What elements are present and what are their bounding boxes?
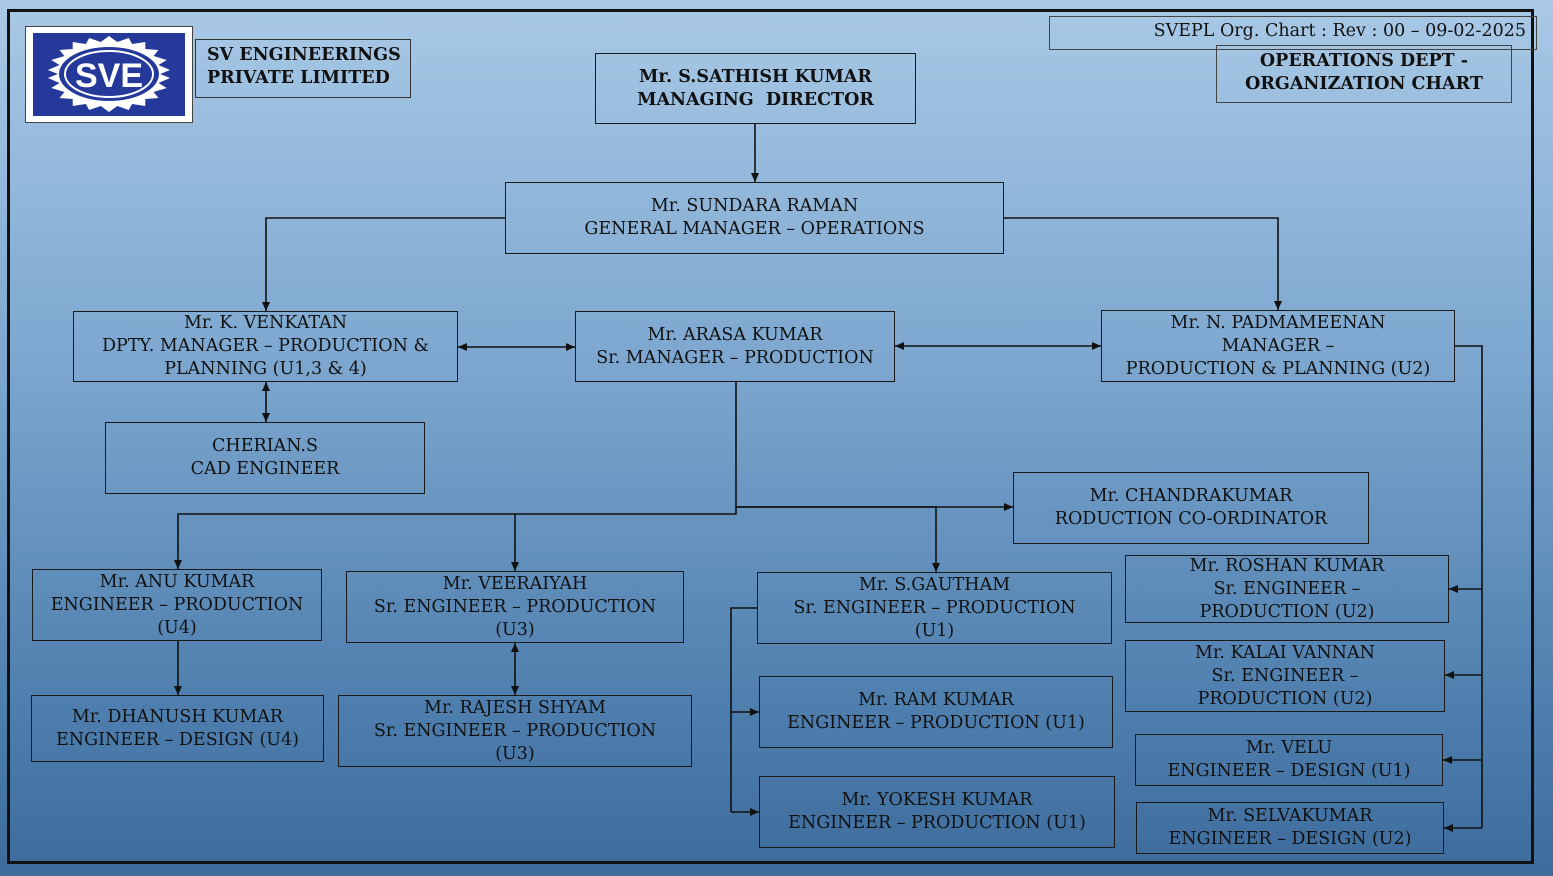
node-general-manager: Mr. SUNDARA RAMAN GENERAL MANAGER – OPER… [505, 182, 1004, 254]
company-name-line2: PRIVATE LIMITED [207, 68, 390, 88]
node-ram-title: ENGINEER – PRODUCTION (U1) [787, 713, 1085, 733]
node-rajesh-shyam: Mr. RAJESH SHYAM Sr. ENGINEER – PRODUCTI… [338, 695, 692, 767]
node-padmameenan-dept: PRODUCTION & PLANNING (U2) [1125, 358, 1431, 379]
revision-label: SVEPL Org. Chart : Rev : 00 – 09-02-2025 [1049, 16, 1537, 50]
node-anu-kumar: Mr. ANU KUMAR ENGINEER – PRODUCTION (U4) [32, 569, 322, 641]
node-rajesh-unit: (U3) [495, 743, 535, 764]
node-veeraiyah-unit: (U3) [495, 619, 535, 640]
node-roshan-name: Mr. ROSHAN KUMAR [1189, 555, 1385, 576]
node-anu-unit: (U4) [157, 617, 197, 638]
node-chandrakumar: Mr. CHANDRAKUMAR RODUCTION CO-ORDINATOR [1013, 472, 1369, 544]
node-yokesh-name: Mr. YOKESH KUMAR [841, 790, 1033, 810]
node-gautham-unit: (U1) [914, 620, 955, 641]
node-yokesh-kumar: Mr. YOKESH KUMAR ENGINEER – PRODUCTION (… [759, 776, 1115, 848]
node-gm-title: GENERAL MANAGER – OPERATIONS [584, 219, 925, 239]
logo-gear-icon: SVE [47, 36, 171, 112]
node-roshan-dept: PRODUCTION (U2) [1199, 601, 1375, 622]
node-veeraiyah-name: Mr. VEERAIYAH [442, 573, 588, 594]
connector-padmameenan-bus [1454, 345, 1483, 828]
node-velu-name: Mr. VELU [1245, 738, 1333, 758]
node-anu-name: Mr. ANU KUMAR [99, 571, 255, 592]
logo-background: SVE [33, 33, 185, 116]
node-selvakumar-name: Mr. SELVAKUMAR [1207, 806, 1373, 826]
node-selvakumar: Mr. SELVAKUMAR ENGINEER – DESIGN (U2) [1136, 802, 1444, 854]
node-kalai-vannan: Mr. KALAI VANNAN Sr. ENGINEER – PRODUCTI… [1125, 640, 1445, 712]
node-padmameenan-name: Mr. N. PADMAMEENAN [1170, 312, 1386, 333]
node-anu-title: ENGINEER – PRODUCTION [50, 594, 304, 615]
logo-text: SVE [75, 57, 143, 95]
node-padmameenan: Mr. N. PADMAMEENAN MANAGER – PRODUCTION … [1101, 310, 1455, 382]
chart-title-line2: ORGANIZATION CHART [1245, 74, 1483, 94]
node-managing-director: Mr. S.SATHISH KUMAR MANAGING DIRECTOR [595, 53, 916, 124]
node-gautham-name: Mr. S.GAUTHAM [858, 574, 1011, 595]
chart-title: OPERATIONS DEPT - ORGANIZATION CHART [1216, 45, 1512, 103]
node-gautham-title: Sr. ENGINEER – PRODUCTION [793, 597, 1076, 618]
connector-gautham-bus [730, 607, 758, 812]
node-rajesh-title: Sr. ENGINEER – PRODUCTION [373, 720, 657, 741]
connector-gm-padmameenan [1003, 217, 1282, 310]
node-arasa-name: Mr. ARASA KUMAR [647, 324, 823, 345]
connector-arasa-gautham [736, 506, 940, 572]
node-dhanush-kumar: Mr. DHANUSH KUMAR ENGINEER – DESIGN (U4) [31, 695, 324, 762]
node-ram-kumar: Mr. RAM KUMAR ENGINEER – PRODUCTION (U1) [759, 676, 1113, 748]
node-padmameenan-title: MANAGER – [1221, 335, 1335, 356]
node-dhanush-title: ENGINEER – DESIGN (U4) [56, 729, 299, 750]
node-velu-title: ENGINEER – DESIGN (U1) [1167, 761, 1411, 781]
node-chandrakumar-name: Mr. CHANDRAKUMAR [1089, 486, 1293, 506]
node-cherian: CHERIAN.S CAD ENGINEER [105, 422, 425, 494]
node-rajesh-name: Mr. RAJESH SHYAM [424, 697, 606, 718]
node-yokesh-title: ENGINEER – PRODUCTION (U1) [788, 813, 1086, 833]
node-velu: Mr. VELU ENGINEER – DESIGN (U1) [1135, 734, 1443, 786]
node-veeraiyah: Mr. VEERAIYAH Sr. ENGINEER – PRODUCTION … [346, 571, 684, 643]
node-venkatan-unit: PLANNING (U1,3 & 4) [164, 359, 367, 379]
node-selvakumar-title: ENGINEER – DESIGN (U2) [1168, 829, 1412, 849]
company-name: SV ENGINEERINGS PRIVATE LIMITED [195, 39, 411, 98]
node-venkatan-name: Mr. K. VENKATAN [183, 313, 348, 333]
company-logo: SVE [25, 26, 193, 123]
chart-title-line1: OPERATIONS DEPT - [1259, 51, 1469, 71]
node-roshan-kumar: Mr. ROSHAN KUMAR Sr. ENGINEER – PRODUCTI… [1125, 555, 1449, 623]
connector-arasa-trunk [174, 382, 737, 569]
node-cherian-name: CHERIAN.S [212, 436, 318, 456]
node-venkatan: Mr. K. VENKATAN DPTY. MANAGER – PRODUCTI… [73, 311, 458, 382]
node-md-name: Mr. S.SATHISH KUMAR [639, 66, 872, 87]
node-ram-name: Mr. RAM KUMAR [858, 690, 1014, 710]
node-gautham: Mr. S.GAUTHAM Sr. ENGINEER – PRODUCTION … [757, 572, 1112, 644]
connector-gm-venkatan [262, 217, 506, 311]
node-chandrakumar-title: RODUCTION CO-ORDINATOR [1054, 509, 1328, 529]
node-kalai-dept: PRODUCTION (U2) [1197, 688, 1373, 709]
node-gm-name: Mr. SUNDARA RAMAN [650, 196, 859, 216]
node-kalai-title: Sr. ENGINEER – [1211, 665, 1359, 686]
node-roshan-title: Sr. ENGINEER – [1213, 578, 1361, 599]
node-arasa-title: Sr. MANAGER – PRODUCTION [596, 347, 874, 368]
company-name-line1: SV ENGINEERINGS [207, 45, 401, 65]
node-arasa-kumar: Mr. ARASA KUMAR Sr. MANAGER – PRODUCTION [575, 311, 895, 382]
node-cherian-title: CAD ENGINEER [190, 459, 340, 479]
outer-frame [7, 9, 1534, 864]
node-md-title: MANAGING DIRECTOR [637, 89, 874, 110]
node-kalai-name: Mr. KALAI VANNAN [1195, 642, 1375, 663]
node-venkatan-title: DPTY. MANAGER – PRODUCTION & [101, 336, 430, 356]
node-veeraiyah-title: Sr. ENGINEER – PRODUCTION [373, 596, 657, 617]
node-dhanush-name: Mr. DHANUSH KUMAR [71, 706, 284, 727]
